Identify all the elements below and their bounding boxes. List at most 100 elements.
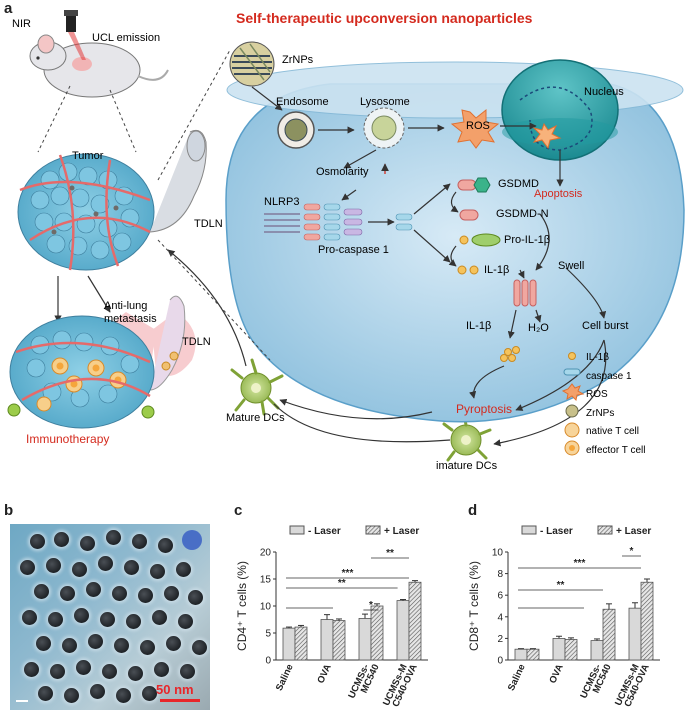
cd4-chart-xtick-label: OVA — [315, 663, 333, 686]
nanoparticle — [106, 530, 121, 545]
ros-star-icon — [532, 122, 562, 150]
treated-tumor-illustration — [7, 315, 155, 429]
cd4-chart-sig-label: *** — [342, 568, 354, 579]
nanoparticle — [98, 556, 113, 571]
nanoparticle — [90, 684, 105, 699]
cd8-chart-legend-label-minus: - Laser — [540, 526, 573, 537]
nlrp3-complex-icon — [264, 203, 363, 241]
nanoparticle — [164, 586, 179, 601]
nanoparticle — [88, 634, 103, 649]
nanoparticle — [140, 640, 155, 655]
nanoparticle — [126, 614, 141, 629]
legend-item-ros: ROS — [586, 389, 608, 400]
cd8-chart-legend-swatch-minus — [521, 525, 537, 535]
cd8-chart-xtick-label: OVA — [547, 663, 565, 686]
ros-burst-icon — [450, 108, 500, 149]
panel-label-a: a — [4, 0, 13, 17]
cd4-chart-sig-label: * — [369, 600, 373, 611]
cd8-chart-ytick-label: 4 — [497, 612, 503, 623]
cd4-chart-bar — [408, 581, 422, 661]
nanoparticle — [60, 586, 75, 601]
lysosome-icon — [363, 107, 405, 149]
zrnp-zoom-icon — [229, 41, 275, 87]
nanoparticle — [188, 590, 203, 605]
nanoparticle — [150, 564, 165, 579]
nanoparticle — [154, 662, 169, 677]
endosome-icon — [277, 111, 315, 149]
panel-label-b: b — [4, 502, 14, 519]
mouse-illustration — [29, 34, 169, 98]
cd4-chart-bar — [294, 626, 308, 661]
nanoparticle — [24, 662, 39, 677]
antilung-label-1: Anti-lung — [104, 300, 148, 312]
tem-image: 50 nm — [10, 524, 210, 710]
pyroptosis-label: Pyroptosis — [456, 402, 513, 416]
pro-il1b-icon — [459, 233, 501, 247]
tdln-label-bottom: TDLN — [182, 336, 211, 348]
gsdmd-pore-icon — [513, 279, 537, 307]
nanoparticle — [38, 686, 53, 701]
antilung-label-2: metastasis — [104, 313, 157, 325]
nanoparticle — [142, 686, 157, 701]
cd8-chart-sig-label: * — [630, 546, 634, 557]
cd8-chart-legend-label-plus: + Laser — [616, 526, 651, 537]
gsdmdn-label: GSDMD-N — [496, 208, 549, 220]
schematic-diagram — [7, 10, 685, 462]
cd8-chart-sig-label: *** — [574, 558, 586, 569]
nanoparticle — [36, 636, 51, 651]
nanoparticle — [180, 664, 195, 679]
cd8-chart-legend-swatch-plus — [597, 525, 613, 535]
nanoparticle — [74, 608, 89, 623]
cd8-chart-bar — [564, 639, 578, 661]
cd8-chart-ylabel: CD8⁺ T cells (%) — [467, 561, 481, 651]
cd4-chart-sig-label: ** — [338, 578, 346, 589]
procaspase-label: Pro-caspase 1 — [318, 244, 389, 256]
legend: IL-1β caspase 1 ROS ZrNPs native T cell … — [586, 349, 645, 460]
cd4-chart-bar — [358, 618, 372, 661]
cd4-chart-xtick-label: Saline — [274, 663, 296, 693]
cd4-chart-ytick-label: 10 — [260, 602, 272, 613]
cd4-chart-legend-label-plus: + Laser — [384, 526, 419, 537]
nanoparticle — [80, 536, 95, 551]
nanoparticle — [100, 612, 115, 627]
nir-label: NIR — [12, 18, 31, 30]
cd4-chart-ylabel: CD4⁺ T cells (%) — [235, 561, 249, 651]
nanoparticle — [166, 636, 181, 651]
cd4-chart-legend-label-minus: - Laser — [308, 526, 341, 537]
h2o-label: H₂O — [528, 322, 549, 334]
cd8-chart-ytick-label: 6 — [497, 591, 503, 602]
nanoparticle — [22, 610, 37, 625]
cd4-chart-bar — [370, 605, 384, 661]
cd8-chart-bar — [602, 608, 616, 661]
cd8-chart-xtick-label: Saline — [506, 663, 528, 693]
nir-laser-icon — [64, 10, 86, 60]
nucleus-label: Nucleus — [584, 86, 624, 98]
imature-dcs-label: imature DCs — [436, 460, 498, 472]
nanoparticle — [102, 664, 117, 679]
nanoparticle — [114, 638, 129, 653]
legend-item-native-tcell: native T cell — [586, 426, 639, 437]
il1b-dots-icon — [457, 265, 479, 275]
immunotherapy-label: Immunotherapy — [26, 432, 110, 446]
tem-scale-label: 50 nm — [156, 682, 194, 697]
ucl-label: UCL emission — [92, 32, 161, 44]
nlrp3-label: NLRP3 — [264, 196, 300, 208]
nanoparticle — [116, 688, 131, 703]
tdln-node-top — [149, 129, 207, 233]
cd8-chart-bar — [628, 607, 642, 661]
cd4-chart-ytick-label: 15 — [260, 575, 272, 586]
legend-item-effector-tcell: effector T cell — [586, 444, 646, 456]
osmolarity-label: Osmolarity — [316, 166, 369, 178]
apoptosis-label: Apoptosis — [534, 188, 583, 200]
nanoparticle — [192, 640, 207, 655]
mature-dcs-label: Mature DCs — [226, 412, 285, 424]
tumor-label: Tumor — [72, 150, 104, 162]
cd4-chart-ytick-label: 20 — [260, 548, 272, 559]
cd4-chart-legend-swatch-minus — [289, 525, 305, 535]
cd8-chart-sig-label: ** — [557, 580, 565, 591]
lysosome-label: Lysosome — [360, 96, 410, 108]
cd4-chart-sig-label: ** — [386, 548, 394, 559]
tem-scale-bar-left — [16, 700, 28, 702]
nanoparticle — [112, 586, 127, 601]
